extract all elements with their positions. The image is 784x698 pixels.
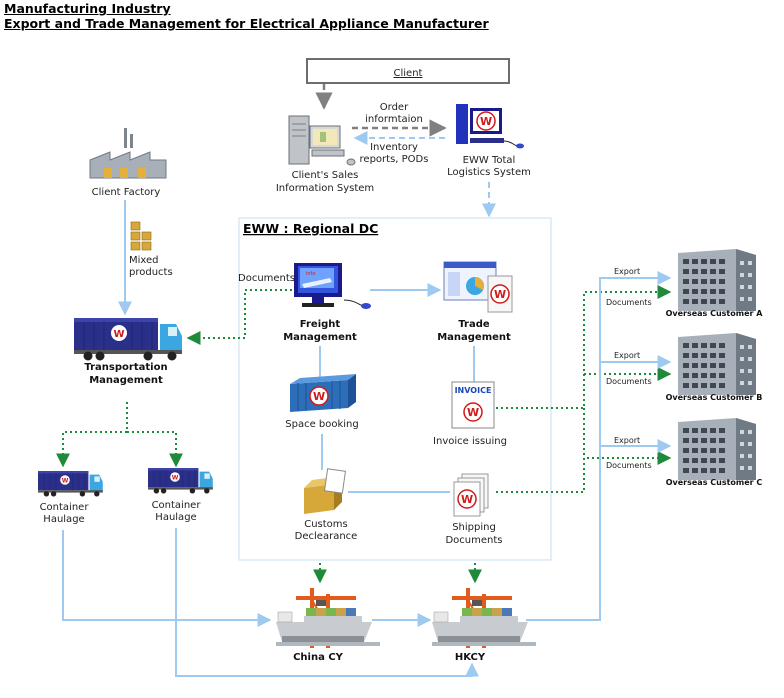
mixed-label-1: Mixed	[129, 255, 159, 266]
customs-icon	[304, 468, 347, 514]
trade-label-2: Management	[437, 332, 511, 343]
space-booking-label: Space booking	[285, 419, 359, 430]
client-label: Client	[394, 68, 423, 79]
documents-label-a: Documents	[606, 298, 652, 307]
transport-to-haulage-right-arrow	[127, 431, 183, 468]
page-title: Manufacturing Industry	[4, 1, 171, 16]
customer-a-label: Overseas Customer A	[666, 309, 764, 318]
page-subtitle: Export and Trade Management for Electric…	[4, 16, 489, 31]
invoice-word: INVOICE	[455, 386, 492, 395]
customer-b-building-icon	[678, 333, 756, 395]
hkcy-label: HKCY	[455, 652, 486, 663]
regional-dc-box: EWW : Regional DC	[238, 217, 552, 561]
freight-management-icon: info	[294, 263, 371, 309]
haulage-to-china-cy-arrow	[62, 530, 272, 627]
export-label-c: Export	[614, 436, 640, 445]
transport-label-2: Management	[89, 375, 163, 386]
customer-c-building-icon	[678, 418, 756, 480]
order-label-2: informtaion	[365, 114, 423, 125]
customs-label-2: Declearance	[295, 531, 358, 542]
dc-title: EWW : Regional DC	[243, 221, 378, 236]
shipping-label-1: Shipping	[452, 522, 496, 533]
sales-system-label-1: Client's Sales	[292, 170, 359, 181]
documents-label: Documents	[238, 273, 295, 284]
customer-a-building-icon	[678, 249, 756, 311]
customer-b-label: Overseas Customer B	[666, 393, 763, 402]
haulage-right-truck-icon	[147, 467, 214, 494]
shipping-label-2: Documents	[445, 535, 502, 546]
china-cy-port-icon	[275, 587, 381, 649]
transport-truck-icon	[73, 317, 183, 361]
haulage-left-label-1: Container	[40, 502, 90, 513]
invoice-icon: INVOICE	[451, 381, 495, 429]
eww-total-system-icon	[456, 104, 524, 149]
docs-to-customer-a-arrow	[496, 285, 672, 409]
inventory-label-1: Inventory	[370, 142, 418, 153]
mixed-products-icon	[130, 221, 152, 251]
client-factory-icon	[89, 128, 167, 179]
freight-label-1: Freight	[300, 319, 341, 330]
eww-total-label-1: EWW Total	[463, 155, 516, 166]
documents-label-b: Documents	[606, 377, 652, 386]
invoice-issuing-label: Invoice issuing	[433, 436, 507, 447]
inventory-label-2: reports, PODs	[360, 154, 429, 165]
transport-to-haulage-left-arrow	[56, 431, 127, 468]
mixed-label-2: products	[129, 267, 173, 278]
space-booking-container-icon	[290, 374, 356, 412]
hkcy-port-icon	[431, 587, 537, 649]
customs-label-1: Customs	[304, 519, 348, 530]
trade-management-icon	[443, 261, 513, 313]
trade-label-1: Trade	[458, 319, 490, 330]
svg-text:info: info	[306, 271, 315, 277]
haulage-right-label-1: Container	[152, 500, 202, 511]
china-cy-label: China CY	[293, 652, 344, 663]
haulage-left-label-2: Haulage	[43, 514, 84, 525]
eww-total-label-2: Logistics System	[447, 167, 531, 178]
documents-label-c: Documents	[606, 461, 652, 470]
sales-system-icon	[288, 115, 356, 166]
freight-to-transport-docs-arrow	[186, 289, 292, 345]
export-label-a: Export	[614, 267, 640, 276]
export-label-b: Export	[614, 351, 640, 360]
order-label-1: Order	[380, 102, 409, 113]
customer-c-label: Overseas Customer C	[666, 478, 763, 487]
haulage-to-hkcy-arrow	[175, 528, 479, 677]
haulage-left-truck-icon	[37, 470, 104, 497]
shipping-documents-icon	[453, 473, 489, 517]
export-to-customer-a-arrow	[526, 271, 672, 621]
freight-label-2: Management	[283, 332, 357, 343]
sales-system-label-2: Information System	[276, 183, 374, 194]
client-factory-label: Client Factory	[92, 187, 161, 198]
transport-label-1: Transportation	[84, 362, 167, 373]
client-box: Client	[306, 58, 510, 84]
haulage-right-label-2: Haulage	[155, 512, 196, 523]
